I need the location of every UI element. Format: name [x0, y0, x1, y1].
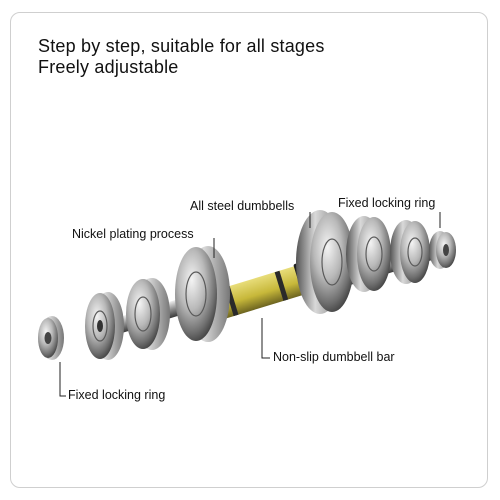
headline-line-2: Freely adjustable — [38, 57, 179, 77]
grip-band — [274, 270, 289, 301]
left-plate-1 — [85, 292, 124, 360]
right-plate-3 — [390, 220, 430, 284]
callout-nickel-plating: Nickel plating process — [72, 227, 194, 241]
image-frame — [10, 12, 488, 488]
right-plate-2 — [346, 216, 391, 292]
leader-non-slip — [261, 318, 270, 359]
callout-non-slip-bar: Non-slip dumbbell bar — [273, 350, 395, 364]
headline-line-1: Step by step, suitable for all stages — [38, 36, 325, 56]
left-plate-2 — [126, 278, 170, 350]
callout-all-steel-dumbbells: All steel dumbbells — [190, 199, 295, 213]
right-plates — [296, 210, 456, 314]
callout-leaders — [59, 212, 441, 397]
headline: Step by step, suitable for all stages Fr… — [38, 36, 325, 78]
left-plates — [38, 246, 230, 360]
right-locking-ring — [429, 231, 456, 269]
callout-fixed-locking-ring-top: Fixed locking ring — [338, 196, 436, 210]
left-locking-ring — [38, 316, 64, 360]
leader-fixed-ring-bottom — [59, 362, 66, 397]
right-plate-1 — [296, 210, 354, 314]
left-plate-3 — [175, 246, 230, 342]
callout-fixed-locking-ring-bottom: Fixed locking ring — [68, 388, 166, 402]
